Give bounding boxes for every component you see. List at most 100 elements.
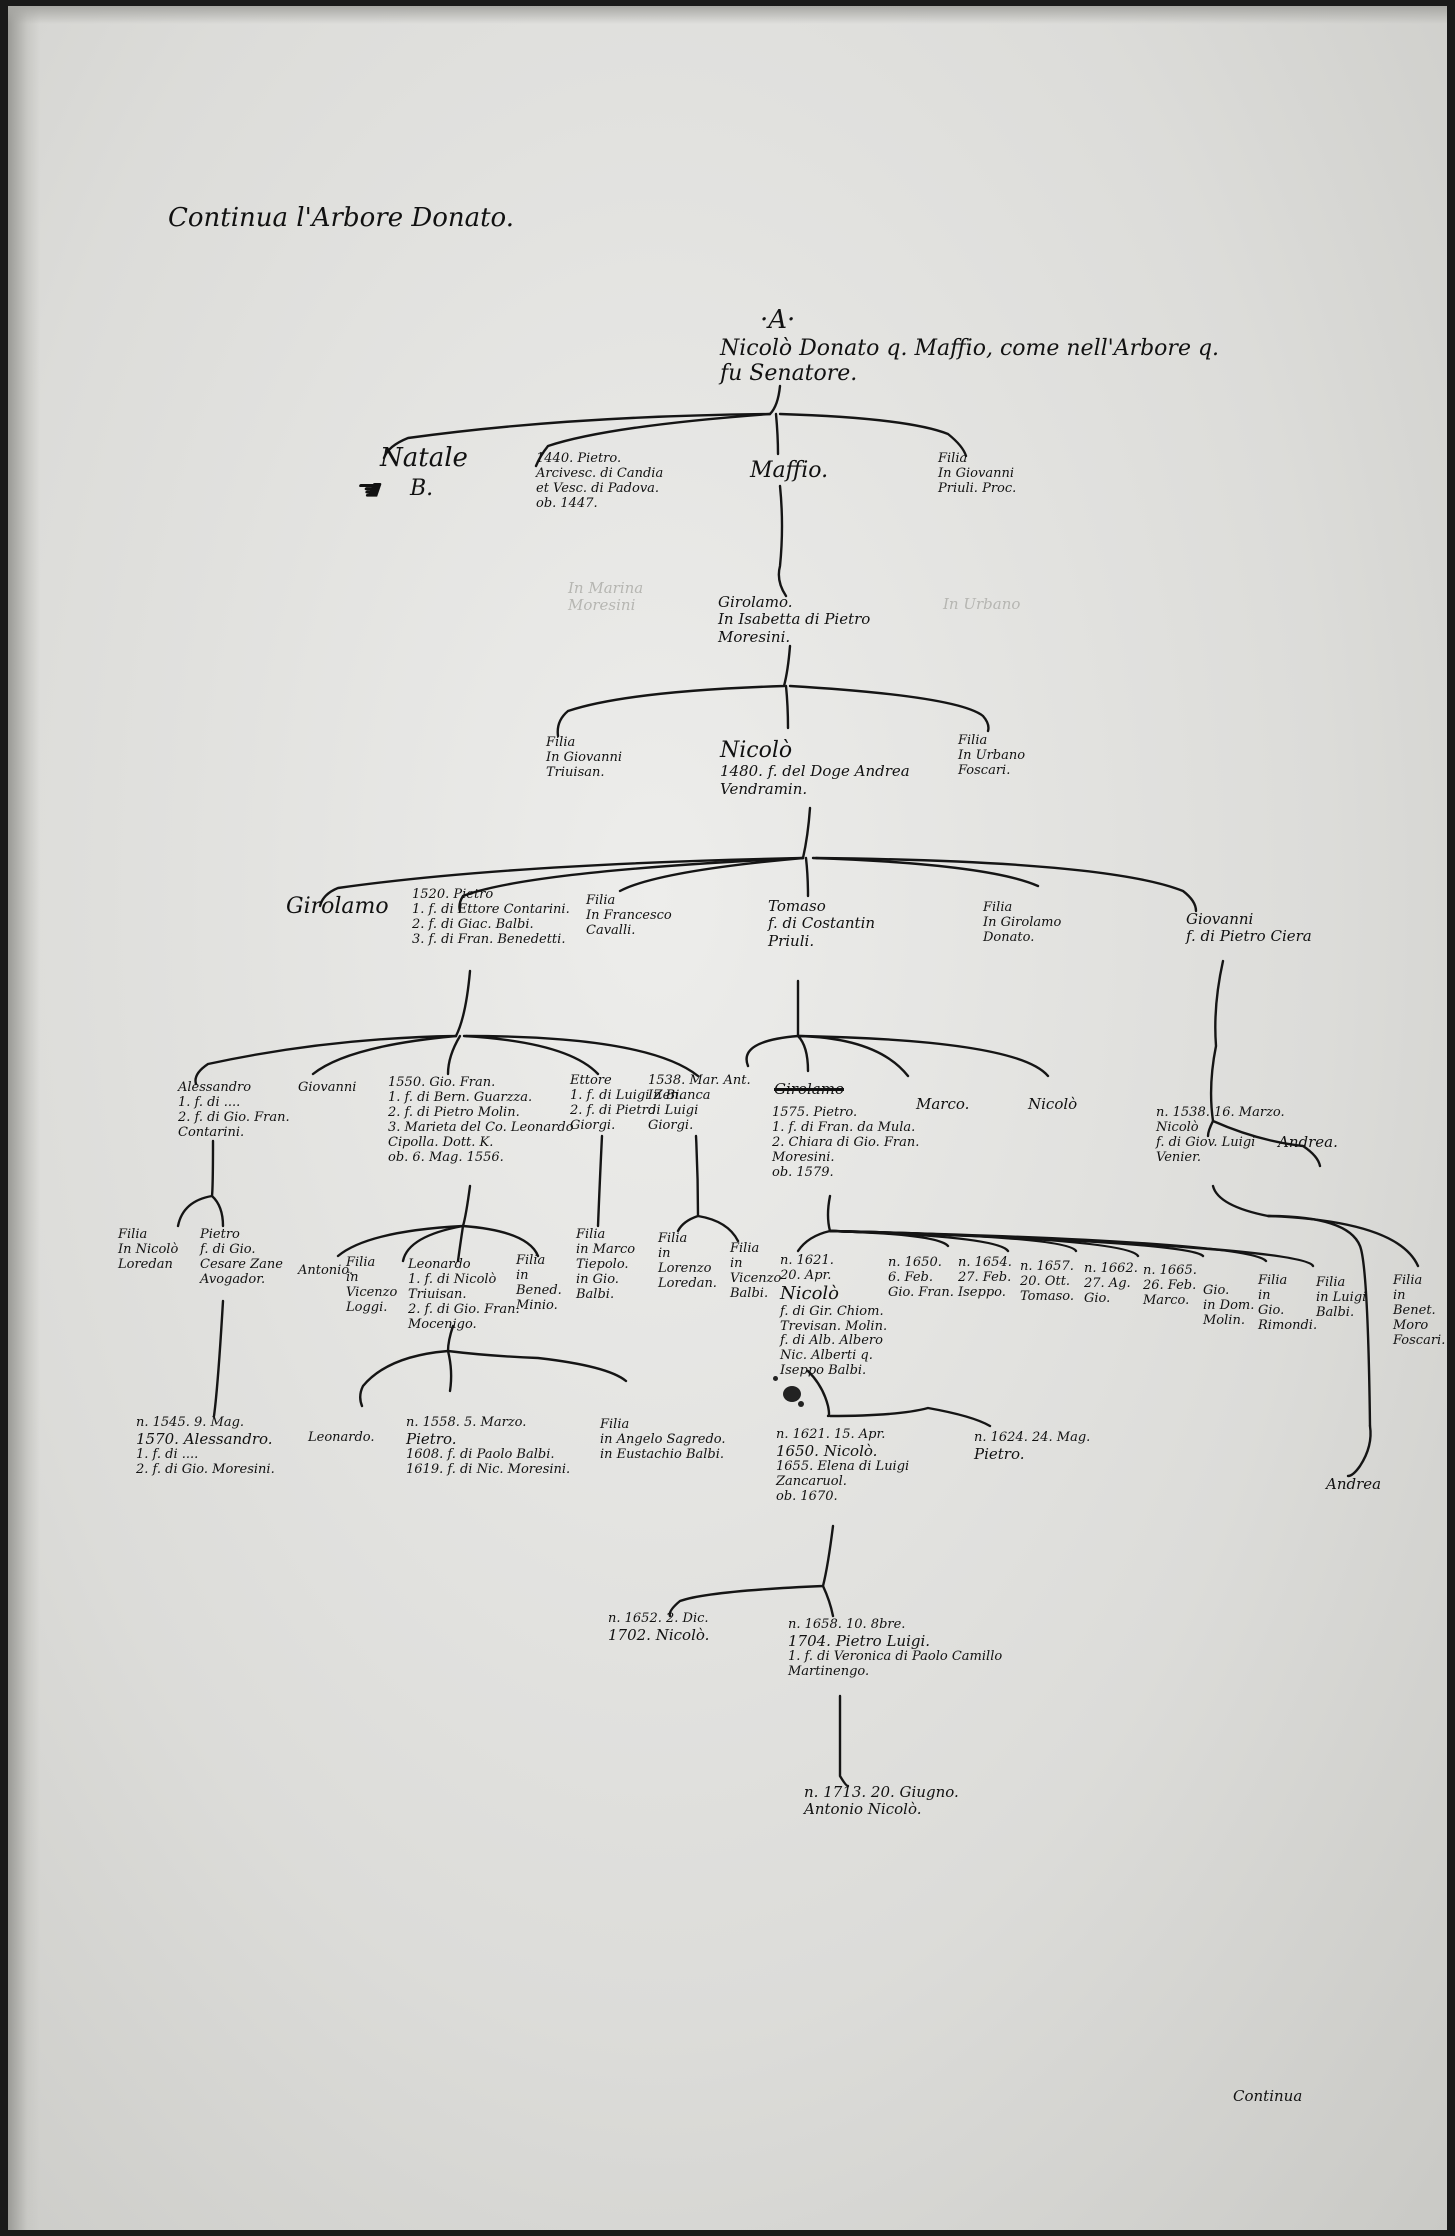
gen7-alessandro: n. 1545. 9. Mag.1570. Alessandro.1. f. d… (136, 1415, 275, 1478)
ink-blot (773, 1376, 778, 1381)
gen5-nicolo: Nicolò (1028, 1095, 1078, 1113)
tree-branch (446, 1034, 462, 1076)
tree-branch (176, 1139, 215, 1228)
tree-branch (811, 856, 1040, 888)
family-tree-lines (176, 384, 1420, 1788)
tree-branch (464, 1034, 700, 1078)
ghost-text-right: In Urbano (943, 595, 1021, 613)
gen7-nicolo-1621: n. 1621. 15. Apr.1650. Nicolò.1655. Elen… (776, 1427, 910, 1505)
tree-branch (318, 806, 812, 908)
gen5-girolamo-struck: Girolamo (774, 1080, 844, 1098)
tree-branch (778, 412, 968, 458)
gen5-gio-fran: 1550. Gio. Fran.1. f. di Bern. Guarzza.2… (388, 1075, 574, 1165)
tree-branch (796, 1194, 832, 1253)
tree-branch (458, 856, 805, 913)
tree-branch (401, 1224, 465, 1263)
tree-branch (788, 684, 990, 733)
tree-branch (777, 484, 788, 598)
tree-branch (696, 1214, 740, 1243)
page-edge-shadow (8, 6, 40, 2230)
tree-branch (446, 1349, 453, 1393)
pietro-child-5: n. 1662.27. Ag.Gio. (1084, 1261, 1138, 1306)
tree-branch (796, 1034, 810, 1073)
gen7-pietro-1624: n. 1624. 24. Mag.Pietro. (974, 1430, 1091, 1463)
tree-branch (336, 1184, 472, 1258)
ink-blot (783, 1386, 801, 1402)
gen4-girolamo: Girolamo (286, 894, 389, 919)
gen5-giovanni: Giovanni (298, 1080, 357, 1095)
ink-blot (798, 1401, 804, 1407)
gen7-andrea: Andrea (1326, 1475, 1382, 1493)
gen8-pietro-luigi: n. 1658. 10. 8bre.1704. Pietro Luigi.1. … (788, 1617, 1003, 1680)
gen5-pietro-1575: 1575. Pietro.1. f. di Fran. da Mula.2. C… (772, 1105, 920, 1180)
pietro-child-4: n. 1657.20. Ott.Tomaso. (1020, 1259, 1074, 1304)
pietro-child-2: n. 1650.6. Feb.Gio. Fran. (888, 1255, 954, 1300)
gen1-natale: Natale (380, 443, 468, 473)
gen9-antonio-nicolo: n. 1713. 20. Giugno.Antonio Nicolò. (804, 1783, 959, 1819)
page-top-shadow (8, 6, 1447, 24)
tree-branch (1211, 1184, 1372, 1428)
gen1-natale-mark: B. (410, 476, 434, 501)
tree-branch (796, 1034, 910, 1078)
gen5-marco: Marco. (916, 1095, 970, 1113)
hand-pointer-icon: ☚ (353, 473, 380, 508)
tree-marker: ·A· (760, 305, 796, 335)
gen1-maffio: Maffio. (750, 458, 829, 483)
tree-branch (556, 644, 792, 738)
tree-branch (1346, 1424, 1372, 1478)
tree-branch (462, 1034, 600, 1076)
tree-branch (618, 856, 805, 893)
tree-branch (745, 979, 800, 1068)
tree-branch (668, 1524, 835, 1618)
tree-branch (596, 1134, 604, 1228)
pietro-child-7: Gio.in Dom.Molin. (1203, 1283, 1255, 1328)
tree-branch (461, 1224, 540, 1258)
tree-branch (456, 1224, 465, 1263)
tree-branch (311, 1034, 458, 1076)
continua-footer: Continua (1233, 2087, 1303, 2105)
pietro-child-6: n. 1665.26. Feb.Marco. (1143, 1263, 1197, 1308)
page-title: Continua l'Arbore Donato. (168, 203, 515, 233)
tree-branch (194, 969, 472, 1086)
tree-branch (828, 1229, 1315, 1268)
tree-branch (534, 412, 772, 468)
tree-branch (1206, 1119, 1215, 1138)
tree-branch (796, 1034, 1050, 1078)
gen7-pietro: n. 1558. 5. Marzo.Pietro.1608. f. di Pao… (406, 1415, 571, 1478)
root-nicolo: Nicolò Donato q. Maffio, come nell'Arbor… (720, 336, 1220, 387)
tree-branch (774, 412, 780, 456)
gen8-nicolo-1652: n. 1652. 2. Dic.1702. Nicolò. (608, 1611, 710, 1644)
tree-branch (676, 1134, 700, 1233)
tree-branch (446, 1349, 628, 1383)
tree-branch (212, 1299, 225, 1418)
tree-branch (814, 856, 1198, 913)
tree-branch (828, 1406, 992, 1428)
